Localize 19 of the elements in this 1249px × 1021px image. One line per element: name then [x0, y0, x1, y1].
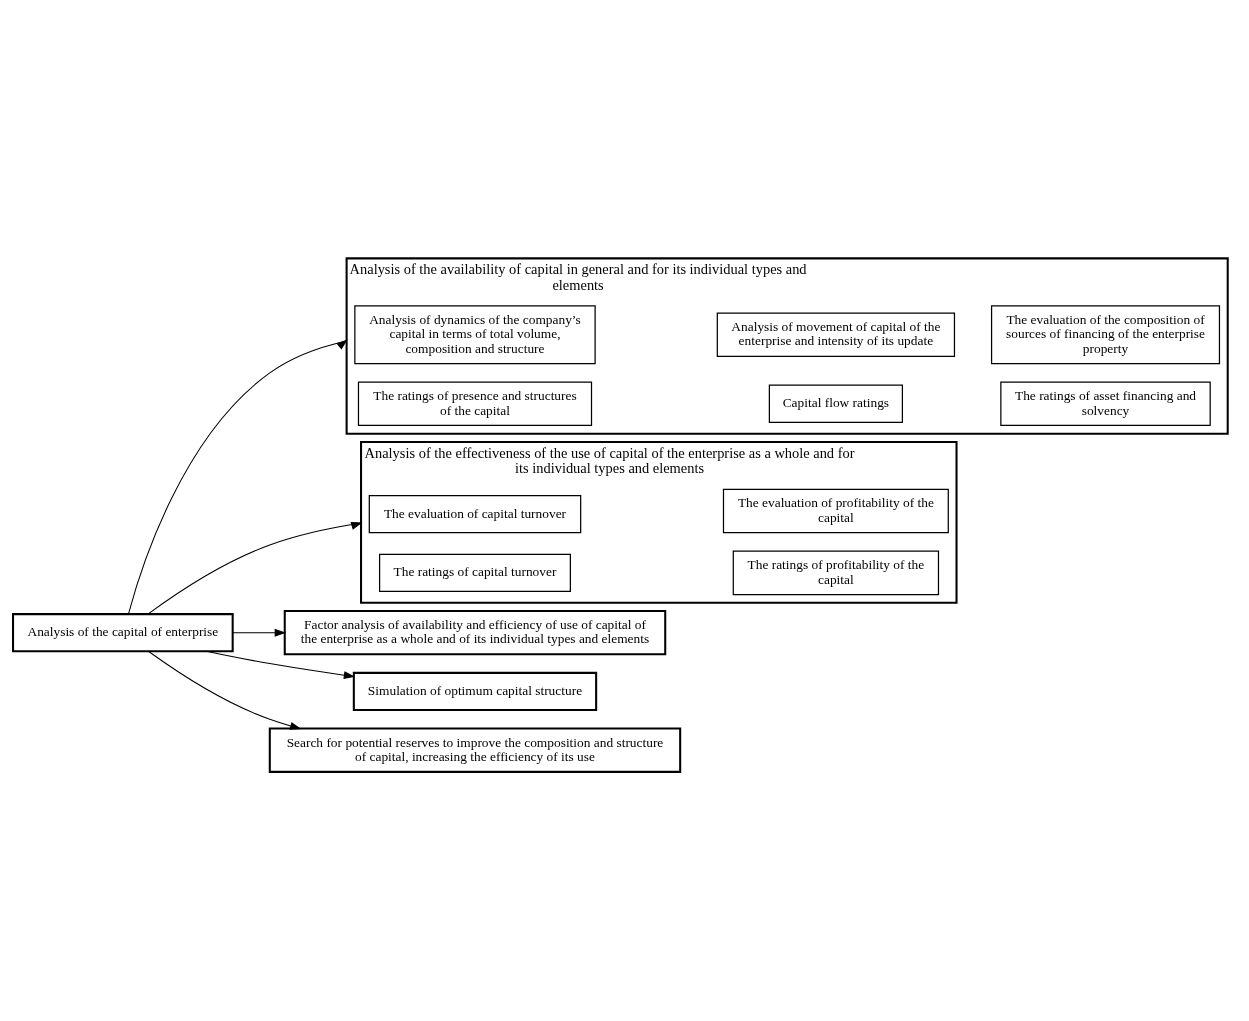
arrow: [148, 650, 302, 730]
node-box: Analysis of dynamics of the company’s capital in terms of total volume, composition and structure: [354, 304, 596, 364]
node-box: Capital flow ratings: [768, 384, 903, 423]
arrow: [147, 521, 363, 614]
node-box: Analysis of movement of capital of the enterprise and intensity of its update: [716, 311, 956, 357]
node-box: Factor analysis of availability and efficiency of use of capital of the enterprise as a whole and of its individual types and elements: [283, 609, 667, 655]
node-box: The evaluation of capital turnover: [368, 494, 582, 533]
node-box: Analysis of the capital of enterprise: [12, 612, 234, 652]
node-box: The ratings of asset financing and solvency: [1000, 381, 1211, 426]
node-box: The ratings of profitability of the capital: [732, 550, 940, 595]
node-box: The evaluation of profitability of the capital: [722, 488, 949, 533]
arrow: [128, 338, 348, 614]
arrow: [232, 628, 286, 637]
node-box: Search for potential reserves to improve the composition and structure of capital, increasing the efficiency of its use: [268, 727, 682, 773]
node-box: Simulation of optimum capital structure: [352, 671, 598, 711]
node-box: The ratings of presence and structures of the capital: [357, 381, 593, 426]
node-box: The evaluation of the composition of sources of financing of the enterprise property: [990, 304, 1221, 364]
arrow: [205, 650, 356, 679]
node-box: The ratings of capital turnover: [379, 553, 571, 592]
